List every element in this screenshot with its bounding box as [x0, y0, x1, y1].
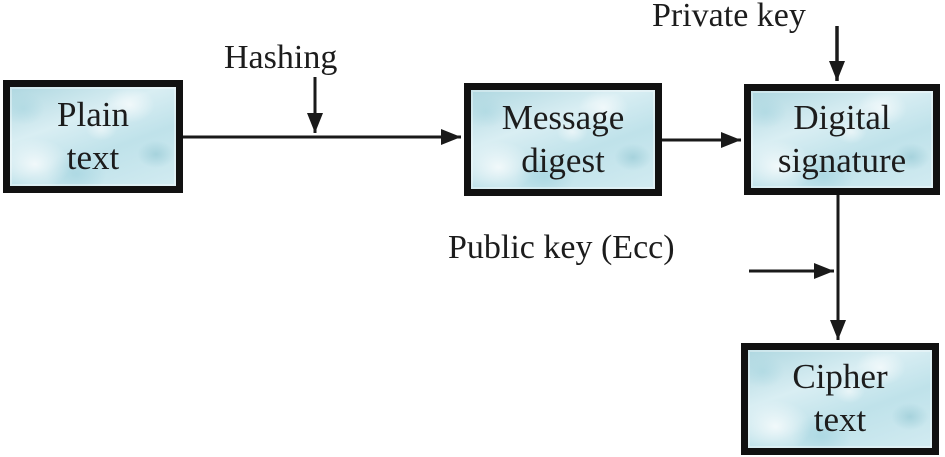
node-cipher-text: Cipher text — [741, 343, 939, 455]
private-key-label: Private key — [652, 0, 806, 34]
node-message-digest: Message digest — [464, 83, 662, 196]
hashing-label: Hashing — [224, 39, 338, 76]
node-cipher-text-label: Cipher text — [792, 357, 888, 439]
node-plain-text-label: Plain text — [57, 94, 129, 177]
node-digital-signature: Digital signature — [744, 84, 940, 195]
public-key-label: Public key (Ecc) — [448, 229, 675, 266]
node-message-digest-label: Message digest — [501, 97, 625, 180]
node-plain-text: Plain text — [3, 80, 183, 193]
node-digital-signature-label: Digital signature — [777, 97, 907, 180]
